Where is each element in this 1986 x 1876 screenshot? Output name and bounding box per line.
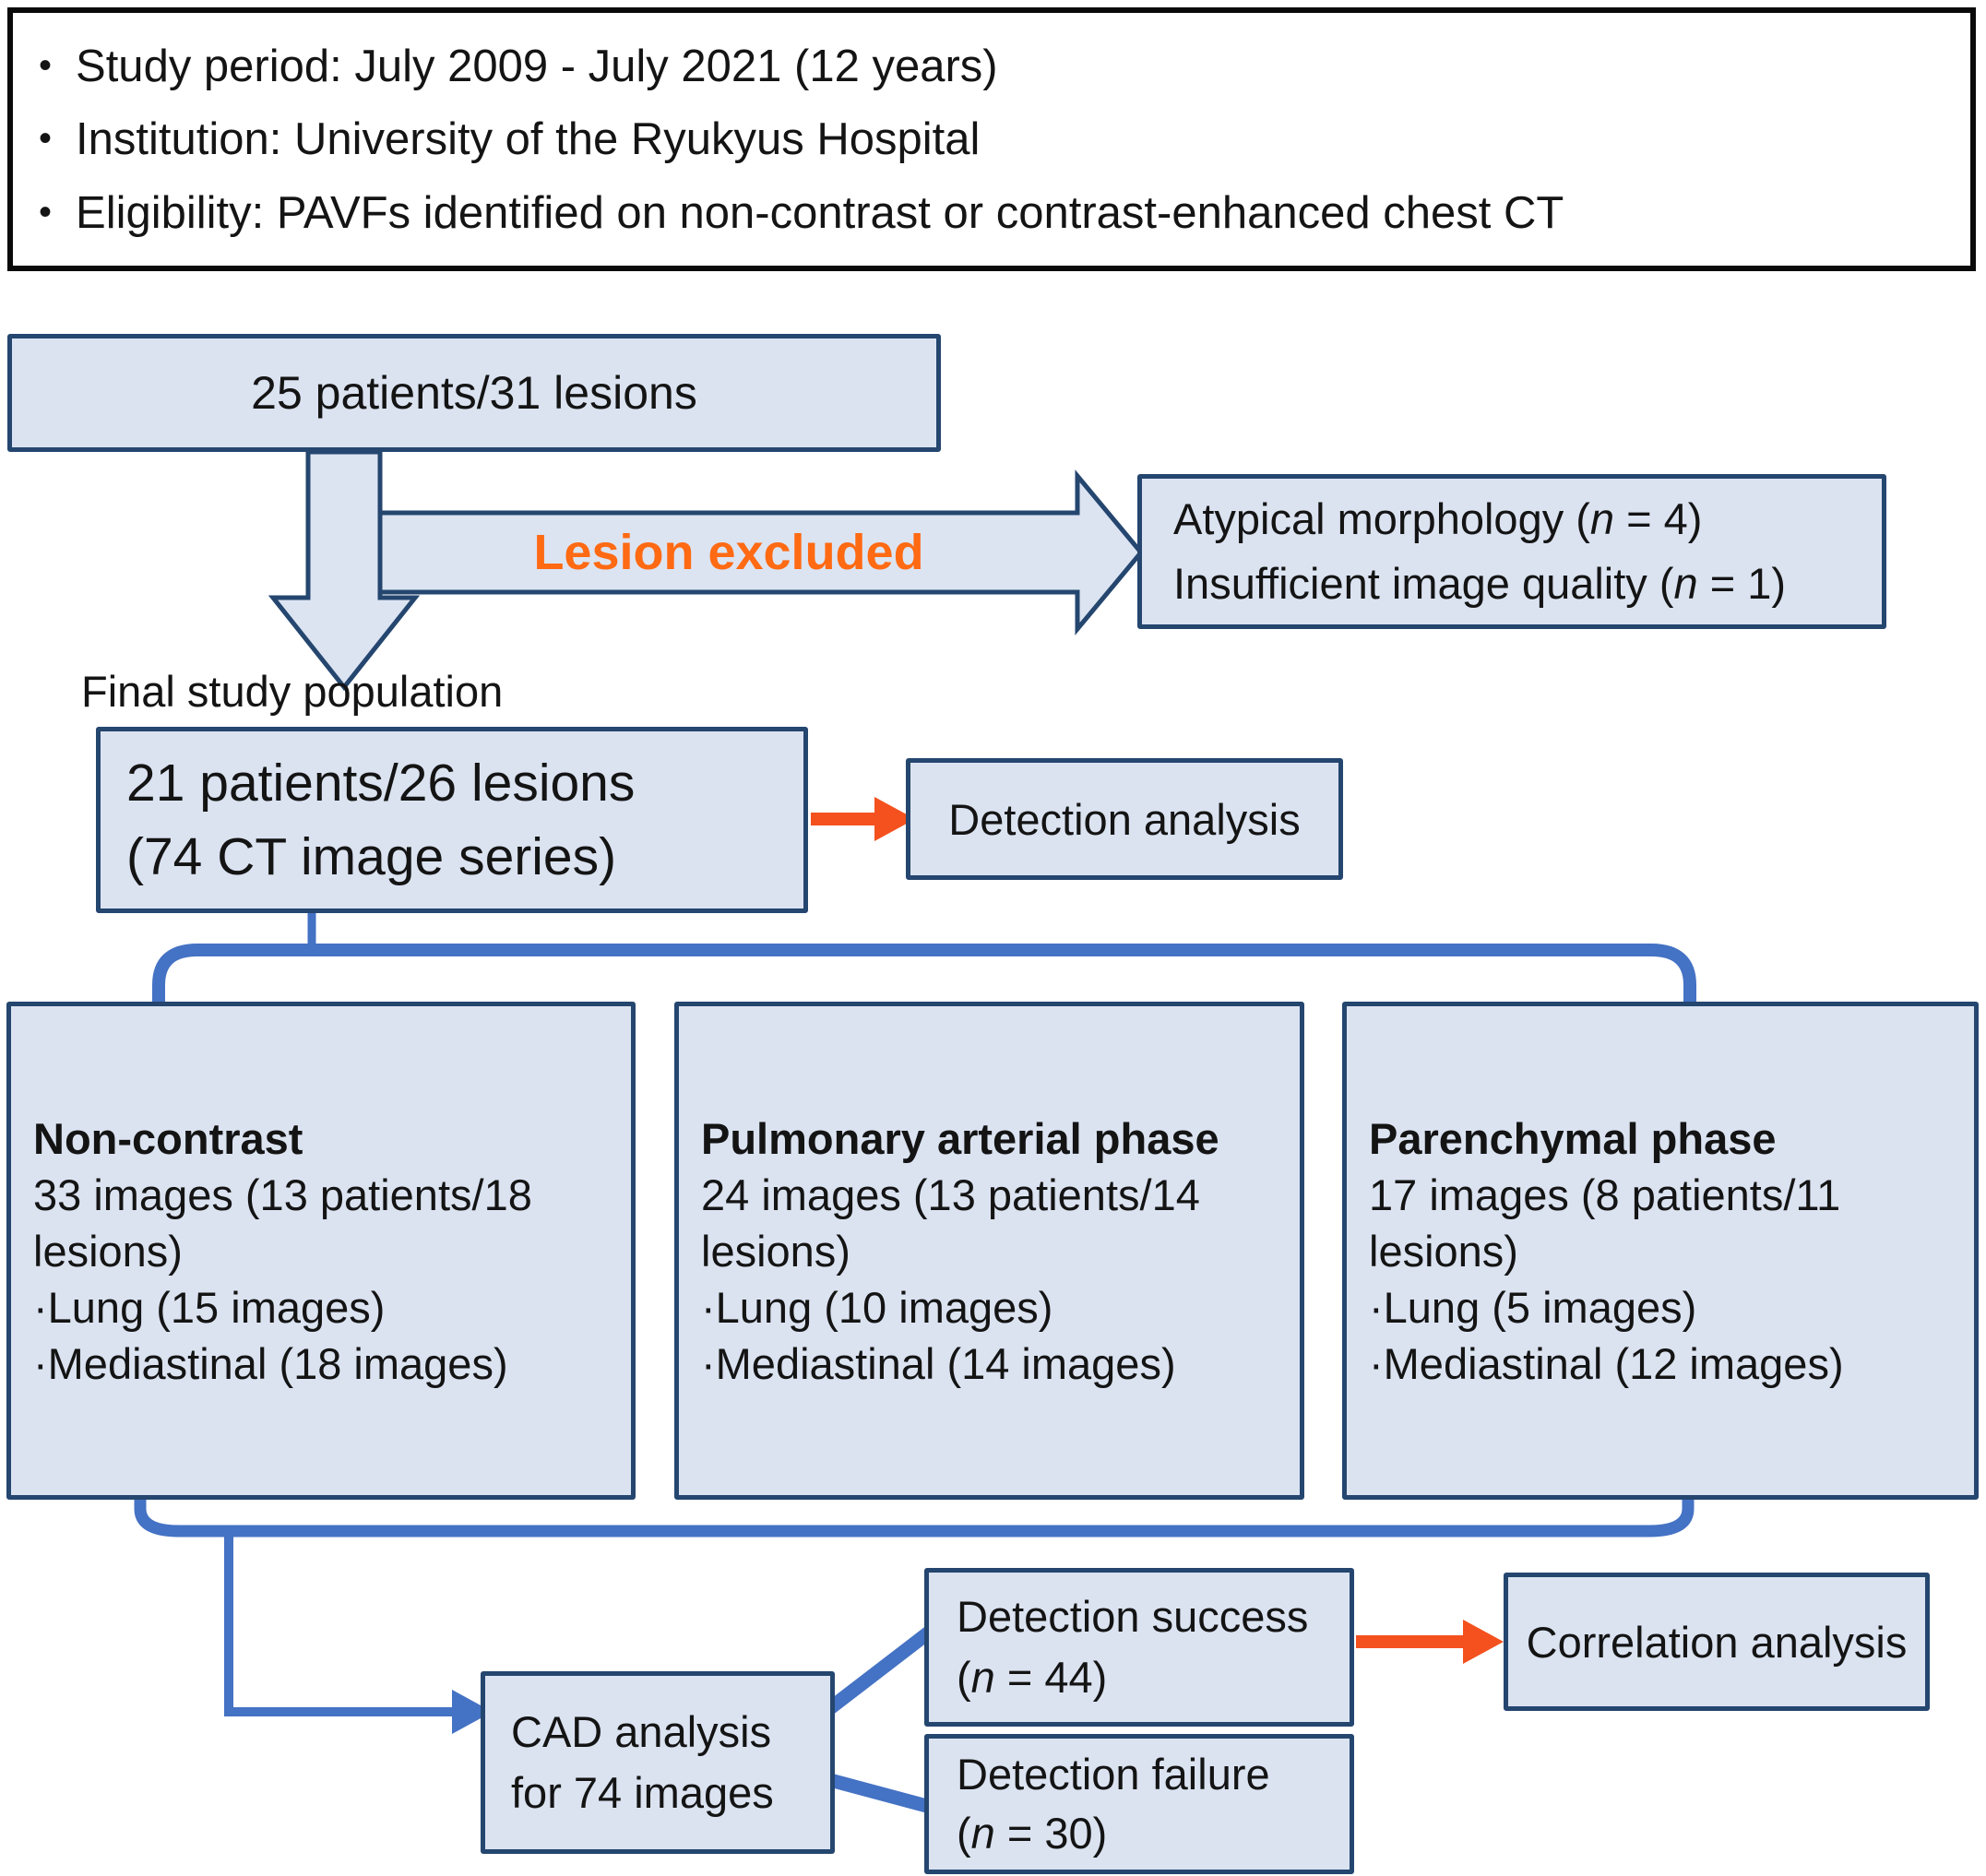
phase-title: Non-contrast <box>33 1113 303 1163</box>
exclusion-reasons-box: Atypical morphology (n = 4) Insufficient… <box>1137 474 1886 629</box>
info-item-institution: • Institution: University of the Ryukyus… <box>39 113 1952 165</box>
phase-lung-detail: ·Lung (10 images) <box>701 1282 1053 1332</box>
cad-analysis-line2: for 74 images <box>511 1768 774 1817</box>
phase-summary: 24 images (13 patients/14 lesions) <box>701 1170 1200 1276</box>
info-item-study-period: • Study period: July 2009 - July 2021 (1… <box>39 41 1952 92</box>
final-population-box: 21 patients/26 lesions (74 CT image seri… <box>96 727 808 913</box>
bottom-bracket-connector <box>134 1500 1695 1538</box>
phase-mediastinal-detail: ·Mediastinal (12 images) <box>1369 1338 1844 1388</box>
italic-n: n <box>1673 559 1698 608</box>
phase-box-pulmonary-arterial: Pulmonary arterial phase 24 images (13 p… <box>674 1002 1304 1500</box>
detection-analysis-box: Detection analysis <box>906 758 1343 880</box>
phase-title: Parenchymal phase <box>1369 1113 1777 1163</box>
initial-population-label: 25 patients/31 lesions <box>251 367 697 419</box>
final-population-line2: (74 CT image series) <box>126 827 617 886</box>
initial-population-box: 25 patients/31 lesions <box>7 334 941 452</box>
top-bracket-connector <box>152 944 1696 1002</box>
exclusion-reason-quality: Insufficient image quality (n = 1) <box>1173 559 1787 608</box>
detection-success-box: Detection success (n = 44) <box>924 1568 1354 1727</box>
info-item-text: Study period: July 2009 - July 2021 (12 … <box>76 41 998 91</box>
italic-n: n <box>970 1809 995 1858</box>
cad-analysis-line1: CAD analysis <box>511 1707 772 1756</box>
bullet-icon: • <box>39 118 53 159</box>
lesion-excluded-block-arrow-icon <box>377 469 1145 635</box>
phase-summary: 33 images (13 patients/18 lesions) <box>33 1170 532 1276</box>
italic-n: n <box>1589 494 1615 543</box>
italic-n: n <box>970 1653 995 1702</box>
phase-title: Pulmonary arterial phase <box>701 1113 1219 1163</box>
bullet-icon: • <box>39 44 53 86</box>
detection-failure-label: Detection failure <box>957 1750 1270 1799</box>
bullet-icon: • <box>39 191 53 232</box>
detection-failure-count: (n = 30) <box>957 1809 1108 1858</box>
correlation-analysis-box: Correlation analysis <box>1504 1573 1930 1711</box>
diagonal-to-failure-connector <box>823 1773 941 1815</box>
info-item-eligibility: • Eligibility: PAVFs identified on non-c… <box>39 187 1952 239</box>
final-study-population-label: Final study population <box>81 667 504 716</box>
phase-lung-detail: ·Lung (15 images) <box>33 1282 386 1332</box>
phase-mediastinal-detail: ·Mediastinal (18 images) <box>33 1338 508 1388</box>
cad-analysis-box: CAD analysis for 74 images <box>481 1671 835 1854</box>
arrow-to-detection-analysis-icon <box>811 797 915 841</box>
phase-mediastinal-detail: ·Mediastinal (14 images) <box>701 1338 1176 1388</box>
info-item-text: Eligibility: PAVFs identified on non-con… <box>76 187 1564 238</box>
detection-success-label: Detection success <box>957 1592 1309 1641</box>
phase-summary: 17 images (8 patients/11 lesions) <box>1369 1170 1841 1276</box>
info-item-text: Institution: University of the Ryukyus H… <box>76 114 981 164</box>
phase-lung-detail: ·Lung (5 images) <box>1369 1282 1697 1332</box>
exclusion-reason-atypical: Atypical morphology (n = 4) <box>1173 494 1703 543</box>
detection-failure-box: Detection failure (n = 30) <box>924 1734 1354 1874</box>
detection-success-count: (n = 44) <box>957 1653 1108 1702</box>
arrow-to-cad-analysis-icon <box>224 1533 493 1734</box>
arrow-to-correlation-analysis-icon <box>1356 1620 1504 1664</box>
lesion-excluded-label: Lesion excluded <box>533 525 924 580</box>
correlation-analysis-label: Correlation analysis <box>1526 1617 1908 1667</box>
final-population-line1: 21 patients/26 lesions <box>126 754 636 813</box>
detection-analysis-label: Detection analysis <box>948 794 1301 844</box>
diagonal-to-success-connector <box>823 1621 941 1716</box>
study-info-box: • Study period: July 2009 - July 2021 (1… <box>7 7 1976 271</box>
phase-box-parenchymal: Parenchymal phase 17 images (8 patients/… <box>1342 1002 1979 1500</box>
phase-box-non-contrast: Non-contrast 33 images (13 patients/18 l… <box>6 1002 636 1500</box>
